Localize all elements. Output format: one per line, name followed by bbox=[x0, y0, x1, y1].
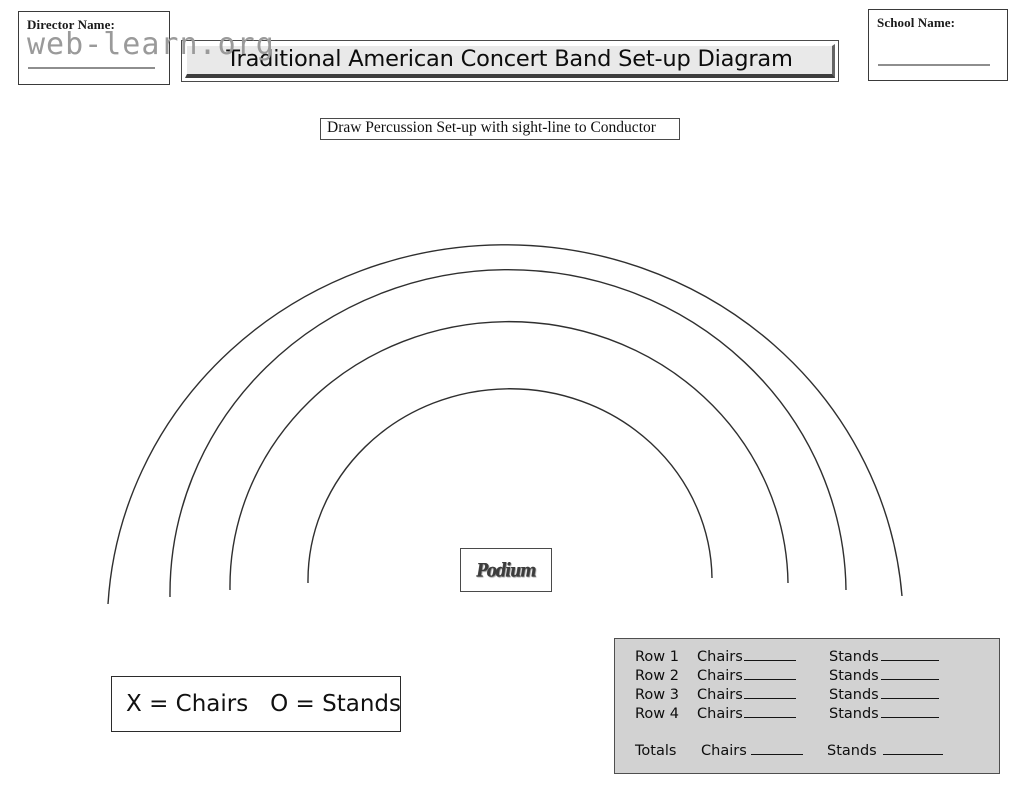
stands-blank[interactable] bbox=[881, 685, 939, 699]
stands-blank[interactable] bbox=[881, 647, 939, 661]
stands-blank[interactable] bbox=[881, 704, 939, 718]
legend-box: X = Chairs O = Stands bbox=[111, 676, 401, 732]
chairs-blank[interactable] bbox=[744, 666, 796, 680]
stands-blank[interactable] bbox=[881, 666, 939, 680]
table-row[interactable]: Row 3 Chairs Stands bbox=[635, 685, 999, 704]
percussion-instruction-box: Draw Percussion Set-up with sight-line t… bbox=[320, 118, 680, 140]
row-label: Row 3 bbox=[635, 687, 679, 703]
director-name-box[interactable]: Director Name: bbox=[18, 11, 170, 85]
chairs-label: Chairs bbox=[697, 687, 743, 703]
stands-label: Stands bbox=[829, 687, 879, 703]
chairs-label: Chairs bbox=[697, 668, 743, 684]
row-label: Row 4 bbox=[635, 706, 679, 722]
percussion-instruction-text: Draw Percussion Set-up with sight-line t… bbox=[327, 119, 656, 136]
table-row-totals[interactable]: Totals Chairs Stands bbox=[635, 741, 999, 760]
school-name-label: School Name: bbox=[877, 15, 956, 30]
director-name-write-line[interactable] bbox=[28, 67, 155, 69]
stands-label: Stands bbox=[829, 668, 879, 684]
school-name-box[interactable]: School Name: bbox=[868, 9, 1008, 81]
diagram-title-plaque: Traditional American Concert Band Set-up… bbox=[181, 40, 839, 82]
podium-label: Podium bbox=[476, 558, 537, 582]
chair-stand-count-table: Row 1 Chairs Stands Row 2 Chairs Stands … bbox=[614, 638, 1000, 774]
table-row[interactable]: Row 2 Chairs Stands bbox=[635, 666, 999, 685]
chairs-label: Chairs bbox=[701, 743, 747, 759]
chairs-label: Chairs bbox=[697, 649, 743, 665]
totals-chairs-blank[interactable] bbox=[751, 741, 803, 755]
chairs-blank[interactable] bbox=[744, 704, 796, 718]
stands-label: Stands bbox=[829, 649, 879, 665]
table-row[interactable]: Row 4 Chairs Stands bbox=[635, 704, 999, 723]
row-label: Row 1 bbox=[635, 649, 679, 665]
chairs-label: Chairs bbox=[697, 706, 743, 722]
chairs-blank[interactable] bbox=[744, 685, 796, 699]
legend-text: X = Chairs O = Stands bbox=[126, 691, 402, 717]
page-title: Traditional American Concert Band Set-up… bbox=[226, 46, 793, 72]
podium-box: Podium bbox=[460, 548, 552, 592]
totals-label: Totals bbox=[635, 743, 677, 759]
table-row[interactable]: Row 1 Chairs Stands bbox=[635, 647, 999, 666]
chairs-blank[interactable] bbox=[744, 647, 796, 661]
totals-stands-blank[interactable] bbox=[883, 741, 943, 755]
stands-label: Stands bbox=[827, 743, 877, 759]
stands-label: Stands bbox=[829, 706, 879, 722]
diagram-title-inner-bevel: Traditional American Concert Band Set-up… bbox=[185, 44, 835, 78]
row-label: Row 2 bbox=[635, 668, 679, 684]
director-name-label: Director Name: bbox=[27, 17, 115, 32]
school-name-write-line[interactable] bbox=[878, 64, 990, 66]
